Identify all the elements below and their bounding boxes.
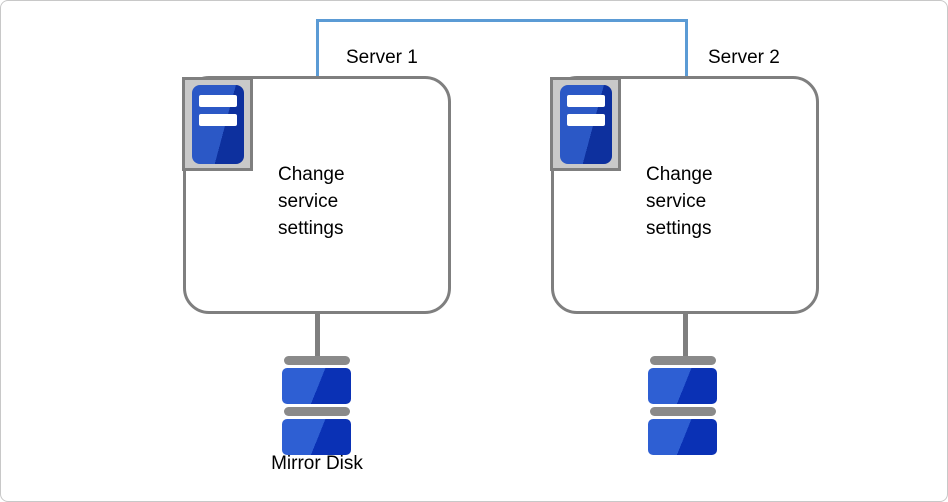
server1-icon-plate (182, 77, 253, 171)
server2-disk-stack-icon (648, 356, 717, 455)
body-line: service (278, 191, 339, 212)
disk-body (648, 368, 717, 404)
tower-slot (198, 113, 237, 126)
server1-disk-connector (315, 313, 320, 358)
server-tower-icon (191, 84, 244, 164)
disk-body (282, 368, 351, 404)
server2-label: Server 2 (708, 47, 780, 68)
mirror-disk-label: Mirror Disk (271, 453, 363, 474)
tower-slot (198, 94, 237, 107)
server-tower-icon (559, 84, 612, 164)
server1-disk-stack-icon (282, 356, 351, 455)
body-line: settings (646, 218, 712, 239)
tower-slot (566, 94, 605, 107)
body-line: Change (646, 164, 713, 185)
body-line: service (646, 191, 707, 212)
disk-platter-bar (283, 407, 350, 416)
disk-platter-bar (649, 356, 716, 365)
body-line: Change (278, 164, 345, 185)
server1-label: Server 1 (346, 47, 418, 68)
disk-body (648, 419, 717, 455)
server2-icon-plate (550, 77, 621, 171)
server1-action-text: Change service settings (278, 161, 345, 242)
body-line: settings (278, 218, 344, 239)
server2-action-text: Change service settings (646, 161, 713, 242)
network-link-line (316, 19, 688, 76)
disk-body (282, 419, 351, 455)
server2-disk-connector (683, 313, 688, 358)
disk-platter-bar (649, 407, 716, 416)
tower-slot (566, 113, 605, 126)
disk-platter-bar (283, 356, 350, 365)
